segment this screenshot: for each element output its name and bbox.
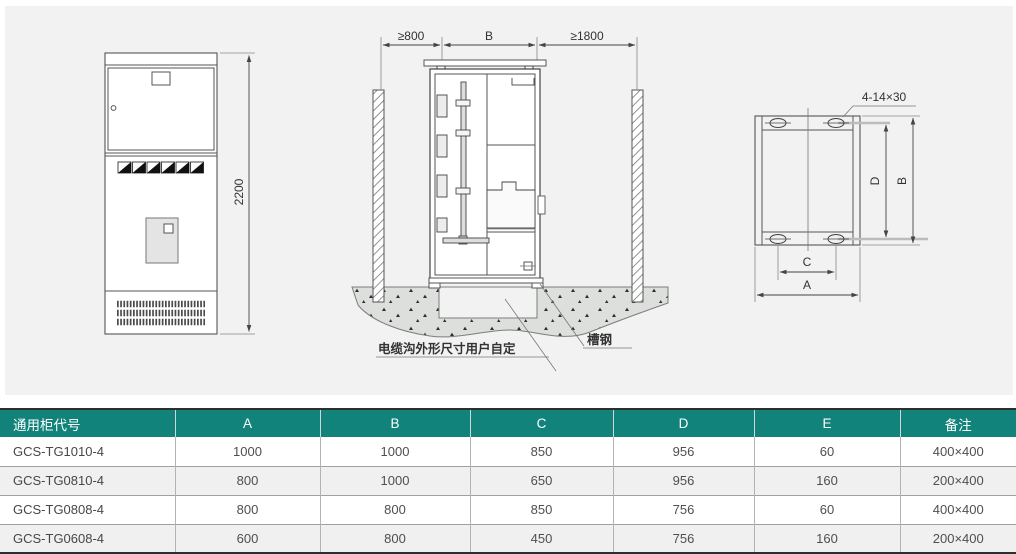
cell-b: 800 <box>320 523 471 553</box>
table-header-row: 通用柜代号 A B C D E 备注 <box>0 409 1016 437</box>
front-height-dim-label: 2200 <box>232 178 246 205</box>
header-dim-d: D <box>613 409 755 437</box>
base-outline <box>754 115 861 246</box>
cell-d: 956 <box>613 437 755 466</box>
cabinet-front-outline <box>104 52 218 335</box>
side-latch <box>537 195 546 215</box>
technical-drawings-svg: 2200 ≥800 B ≥1800 <box>104 29 928 372</box>
breaker-unit <box>486 181 536 229</box>
cell-c: 650 <box>470 465 614 495</box>
cell-e: 60 <box>754 437 901 466</box>
cell-remark: 400×400 <box>900 437 1016 466</box>
dim-d-label: D <box>868 176 882 185</box>
installation-view-drawing: ≥800 B ≥1800 <box>351 29 669 372</box>
cell-d: 956 <box>613 465 755 495</box>
cell-b: 1000 <box>320 465 471 495</box>
header-dim-a: A <box>175 409 321 437</box>
nameplate <box>151 71 171 86</box>
cell-e: 60 <box>754 494 901 524</box>
door-lock <box>110 105 117 111</box>
indicator-lamps <box>117 161 204 174</box>
drawing-panel: 2200 ≥800 B ≥1800 <box>5 6 1013 395</box>
table-row: GCS-TG0810-4 800 1000 650 956 160 200×40… <box>0 465 1016 495</box>
dim-b-label: B <box>895 177 909 185</box>
cell-code: GCS-TG0608-4 <box>0 523 176 553</box>
front-view-drawing: 2200 <box>104 52 255 335</box>
cell-code: GCS-TG0810-4 <box>0 465 176 495</box>
cell-b: 1000 <box>320 437 471 466</box>
right-clearance-dim: ≥1800 <box>570 29 604 43</box>
table-row: GCS-TG1010-4 1000 1000 850 956 60 400×40… <box>0 437 1016 466</box>
cell-e: 160 <box>754 523 901 553</box>
spec-table: 通用柜代号 A B C D E 备注 GCS-TG1010-4 1000 100… <box>0 408 1016 554</box>
cabinet-side-outline <box>429 68 541 281</box>
cell-e: 160 <box>754 465 901 495</box>
cell-b: 800 <box>320 494 471 524</box>
header-dim-b: B <box>320 409 471 437</box>
cabinet-width-dim: B <box>485 29 493 43</box>
cell-d: 756 <box>613 494 755 524</box>
header-cabinet-code: 通用柜代号 <box>0 409 176 437</box>
mounting-holes <box>765 118 849 244</box>
cell-c: 450 <box>470 523 614 553</box>
dim-a-label: A <box>803 278 811 292</box>
cell-remark: 200×400 <box>900 523 1016 553</box>
cable-trench <box>438 286 538 319</box>
cell-remark: 200×400 <box>900 465 1016 495</box>
cell-remark: 400×400 <box>900 494 1016 524</box>
cell-c: 850 <box>470 494 614 524</box>
cell-a: 600 <box>175 523 321 553</box>
header-dim-e: E <box>754 409 901 437</box>
base-plan-drawing: 4-14×30 D B C A <box>754 90 928 302</box>
channel-steel-label: 槽钢 <box>587 332 612 347</box>
cell-d: 756 <box>613 523 755 553</box>
table-row: GCS-TG0808-4 800 800 850 756 60 400×400 <box>0 494 1016 524</box>
cabinet-top-cover <box>423 59 547 67</box>
inner-panel-window <box>163 223 174 234</box>
cabinet-upper-door <box>107 67 215 151</box>
left-clearance-dim: ≥800 <box>398 29 425 43</box>
cell-c: 850 <box>470 437 614 466</box>
trench-label: 电缆沟外形尺寸用户自定 <box>378 341 516 356</box>
cabinet-interior <box>436 74 546 275</box>
cell-a: 800 <box>175 465 321 495</box>
spec-table-section: 通用柜代号 A B C D E 备注 GCS-TG1010-4 1000 100… <box>0 408 1016 554</box>
cell-a: 800 <box>175 494 321 524</box>
cell-code: GCS-TG0808-4 <box>0 494 176 524</box>
horizontal-busbar <box>442 237 490 244</box>
table-row: GCS-TG0608-4 600 800 450 756 160 200×400 <box>0 523 1016 553</box>
dim-c-label: C <box>803 255 812 269</box>
header-dim-c: C <box>470 409 614 437</box>
header-remark: 备注 <box>900 409 1016 437</box>
holes-callout-label: 4-14×30 <box>862 90 907 104</box>
right-wall <box>631 89 644 303</box>
cell-a: 1000 <box>175 437 321 466</box>
left-wall <box>372 89 385 303</box>
cell-code: GCS-TG1010-4 <box>0 437 176 466</box>
channel-steel-base <box>428 277 544 289</box>
